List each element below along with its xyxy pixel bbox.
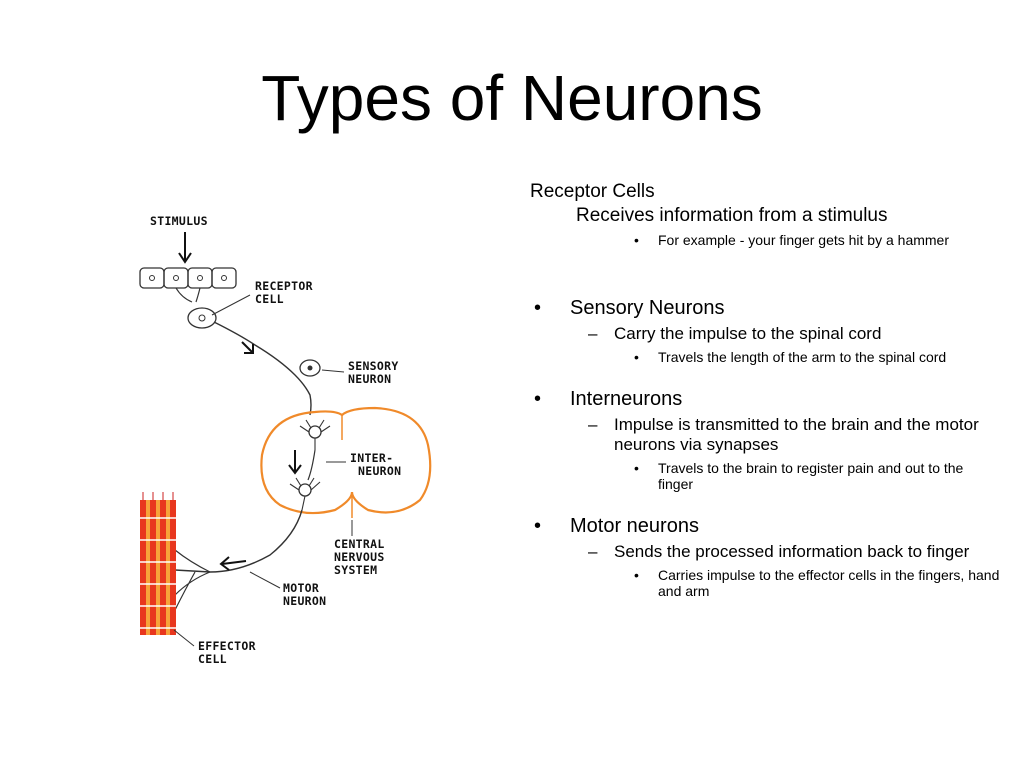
content-text-column: Receptor Cells Receives information from… [530,180,1000,599]
sensory-heading: Sensory Neurons [570,297,725,319]
sensory-label-line1: SENSORY [348,359,399,373]
sensory-heading-item: • Sensory Neurons [530,296,1000,320]
receptor-label-line2: CELL [255,292,284,306]
bullet-icon: • [634,567,639,583]
motor-detail-text: Carries impulse to the effector cells in… [658,567,1000,599]
interneuron-label-line2: NEURON [358,464,401,478]
receptor-example-text: For example - your finger gets hit by a … [658,232,950,248]
bullet-icon: • [534,515,542,537]
motor-direction-arrow-icon [219,556,247,571]
stimulus-arrow-icon [178,232,192,264]
interneuron-label-line1: INTER- [350,451,393,465]
sensory-fiber [213,321,312,416]
neuron-diagram-svg: STIMULUS RECEPTOR CELL [139,214,432,666]
effector-label-line2: CELL [198,652,227,666]
slide-title: Types of Neurons [261,62,763,134]
receptor-example-item: • For example - your finger gets hit by … [530,232,1000,248]
stimulus-label: STIMULUS [150,214,208,228]
effector-label-line1: EFFECTOR [198,639,256,653]
interneuron-lower [289,477,321,511]
receptor-cell-body [187,307,217,329]
spinal-cord-outline [260,406,432,515]
sensory-neuron-body [299,359,321,377]
bullet-icon: • [634,460,639,476]
motor-label-line2: NEURON [283,594,326,608]
effector-muscle [140,492,176,635]
bullet-icon: • [634,232,639,248]
neuron-pathway-diagram: STIMULUS RECEPTOR CELL [130,200,500,680]
motor-fiber [174,509,303,573]
cns-label-line2: NERVOUS [334,550,385,564]
inter-heading-item: • Interneurons [530,387,1000,411]
sensory-detail-item: • Travels the length of the arm to the s… [530,349,1000,365]
inter-sub-item: – Impulse is transmitted to the brain an… [530,415,1000,455]
sensory-sub-item: – Carry the impulse to the spinal cord [530,324,1000,344]
motor-sub-item: – Sends the processed information back t… [530,542,1000,562]
motor-label-line1: MOTOR [283,581,319,595]
inter-heading: Interneurons [570,388,683,410]
motor-heading: Motor neurons [570,515,699,537]
sensory-sub-text: Carry the impulse to the spinal cord [614,324,882,343]
sensory-label-line2: NEURON [348,372,391,386]
bullet-icon: • [534,388,542,410]
sensory-detail-text: Travels the length of the arm to the spi… [658,349,947,365]
sensory-direction-arrow-icon [241,341,254,354]
cns-label-line1: CENTRAL [334,537,385,551]
bullet-icon: • [634,349,639,365]
receptor-subheading: Receives information from a stimulus [576,205,888,226]
motor-detail-item: • Carries impulse to the effector cells … [530,567,1000,599]
inter-sub-text: Impulse is transmitted to the brain and … [614,415,979,454]
motor-heading-item: • Motor neurons [530,514,1000,538]
cns-label-line3: SYSTEM [334,563,377,577]
inter-detail-text: Travels to the brain to register pain an… [658,460,964,492]
interneuron-upper [299,419,331,450]
dash-icon: – [588,415,598,434]
receptor-label-line1: RECEPTOR [255,279,313,293]
receptor-cells [139,267,237,303]
receptor-heading: Receptor Cells [530,181,655,202]
motor-sub-text: Sends the processed information back to … [614,542,970,561]
interneuron-direction-arrow-icon [288,450,302,475]
inter-detail-item: • Travels to the brain to register pain … [530,460,1000,492]
dash-icon: – [588,324,598,343]
dash-icon: – [588,542,598,561]
bullet-icon: • [534,297,542,319]
